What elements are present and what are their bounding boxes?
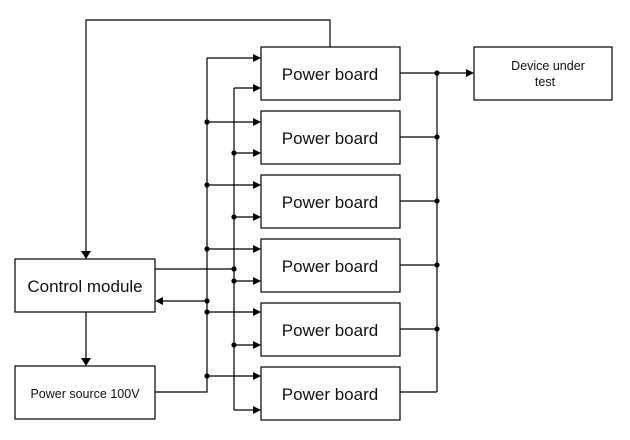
power-board-1-label: Power board — [282, 65, 378, 84]
power-board-5-label: Power board — [282, 321, 378, 340]
power-bus-junctions — [204, 119, 210, 379]
arrow-back-to-control-module — [155, 297, 163, 305]
arrow-into-control-module — [81, 251, 91, 259]
feedback-line — [85, 19, 331, 251]
arrow-into-dut — [466, 69, 474, 77]
device-under-test-label-line2: test — [535, 75, 556, 89]
power-source-to-bus — [155, 376, 208, 393]
power-board-2-label: Power board — [282, 129, 378, 148]
power-source-box — [14, 365, 156, 420]
control-bus-junctions — [231, 150, 237, 348]
power-board-5-box — [260, 302, 401, 357]
power-board-stack: Power board Power board Power board Powe… — [260, 46, 401, 421]
power-board-4-label: Power board — [282, 257, 378, 276]
control-module-label: Control module — [27, 277, 142, 296]
power-bus-taps — [207, 54, 261, 380]
power-board-3-box — [260, 174, 401, 229]
power-source-label: Power source 100V — [30, 387, 140, 401]
device-under-test-label-line1: Device under — [511, 59, 585, 73]
power-board-6-box — [260, 366, 401, 421]
output-bus-taps — [400, 72, 437, 393]
power-board-6-label: Power board — [282, 385, 378, 404]
power-board-3-label: Power board — [282, 193, 378, 212]
power-board-2-box — [260, 110, 401, 165]
power-board-4-box — [260, 238, 401, 293]
arrow-into-power-source — [81, 358, 91, 366]
device-under-test-box — [473, 46, 613, 101]
control-module-box — [14, 258, 156, 313]
control-bus-taps — [234, 84, 261, 414]
